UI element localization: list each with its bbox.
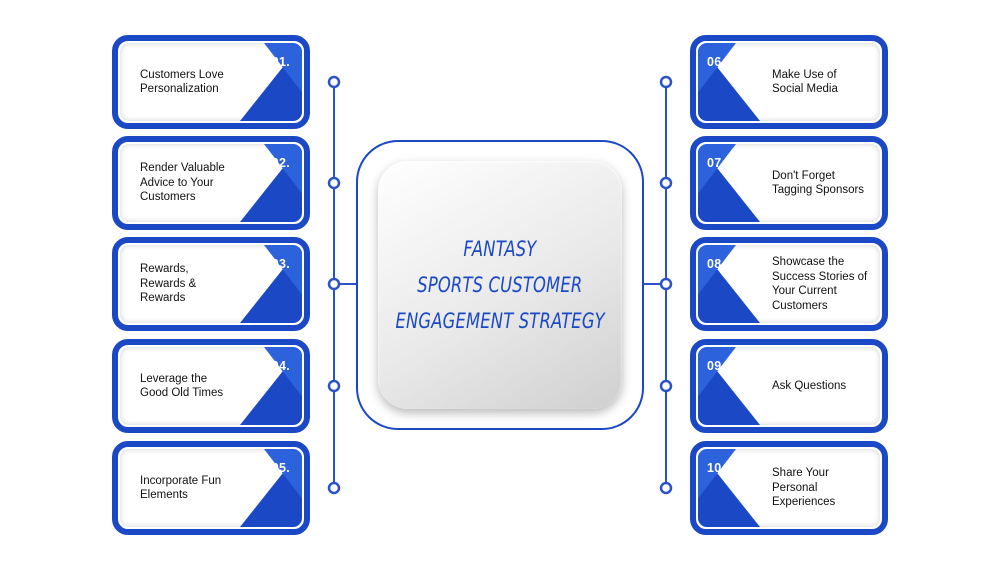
strategy-card-09: 09. Ask Questions: [690, 339, 888, 433]
strategy-label: Render Valuable Advice to Your Customers: [140, 162, 225, 204]
title-line: ENGAGEMENT STRATEGY: [395, 309, 605, 333]
strategy-card-03: 03. Rewards, Rewards & Rewards: [112, 237, 310, 331]
strategy-label: Incorporate Fun Elements: [140, 474, 222, 502]
blue-wedge-shape: [698, 144, 760, 222]
center-title-box: FANTASY SPORTS CUSTOMER ENGAGEMENT STRAT…: [378, 161, 622, 409]
connector-node: [659, 176, 673, 190]
strategy-card-04: 04. Leverage the Good Old Times: [112, 339, 310, 433]
blue-wedge-shape: [240, 245, 302, 323]
connector-node: [327, 379, 341, 393]
strategy-number: 09.: [707, 359, 726, 373]
strategy-card-02: 02. Render Valuable Advice to Your Custo…: [112, 136, 310, 230]
strategy-label: Share Your Personal Experiences: [772, 467, 836, 509]
connector-node: [659, 481, 673, 495]
strategy-card-01: 01. Customers Love Personalization: [112, 35, 310, 129]
connector-node: [659, 277, 673, 291]
connector-node: [327, 176, 341, 190]
blue-wedge-shape: [698, 347, 760, 425]
strategy-card-06: 06. Make Use of Social Media: [690, 35, 888, 129]
blue-wedge-shape: [698, 43, 760, 121]
strategy-label: Ask Questions: [772, 379, 847, 392]
strategy-number: 10.: [707, 461, 726, 475]
strategy-label: Don't Forget Tagging Sponsors: [772, 169, 865, 197]
blue-wedge-shape: [240, 144, 302, 222]
strategy-number: 01.: [271, 55, 290, 69]
strategy-card-07: 07. Don't Forget Tagging Sponsors: [690, 136, 888, 230]
title-line: SPORTS CUSTOMER: [417, 273, 583, 297]
strategy-label: Showcase the Success Stories of Your Cur…: [772, 256, 868, 312]
strategy-number: 08.: [707, 257, 726, 271]
blue-wedge-shape: [698, 449, 760, 527]
blue-wedge-shape: [698, 245, 760, 323]
connector-node: [327, 481, 341, 495]
connector-node: [327, 277, 341, 291]
strategy-number: 07.: [707, 156, 726, 170]
strategy-number: 05.: [271, 461, 290, 475]
blue-wedge-shape: [240, 43, 302, 121]
strategy-number: 03.: [271, 257, 290, 271]
strategy-label: Make Use of Social Media: [772, 68, 838, 96]
blue-wedge-shape: [240, 449, 302, 527]
strategy-card-05: 05. Incorporate Fun Elements: [112, 441, 310, 535]
connector-node: [659, 75, 673, 89]
strategy-card-10: 10. Share Your Personal Experiences: [690, 441, 888, 535]
connector-node: [659, 379, 673, 393]
strategy-label: Customers Love Personalization: [140, 68, 224, 96]
strategy-number: 02.: [271, 156, 290, 170]
strategy-label: Rewards, Rewards & Rewards: [140, 263, 197, 305]
title-line: FANTASY: [463, 237, 537, 261]
blue-wedge-shape: [240, 347, 302, 425]
strategy-number: 04.: [271, 359, 290, 373]
center-frame: FANTASY SPORTS CUSTOMER ENGAGEMENT STRAT…: [356, 140, 644, 430]
strategy-card-08: 08. Showcase the Success Stories of Your…: [690, 237, 888, 331]
strategy-number: 06.: [707, 55, 726, 69]
strategy-label: Leverage the Good Old Times: [140, 372, 224, 400]
connector-node: [327, 75, 341, 89]
